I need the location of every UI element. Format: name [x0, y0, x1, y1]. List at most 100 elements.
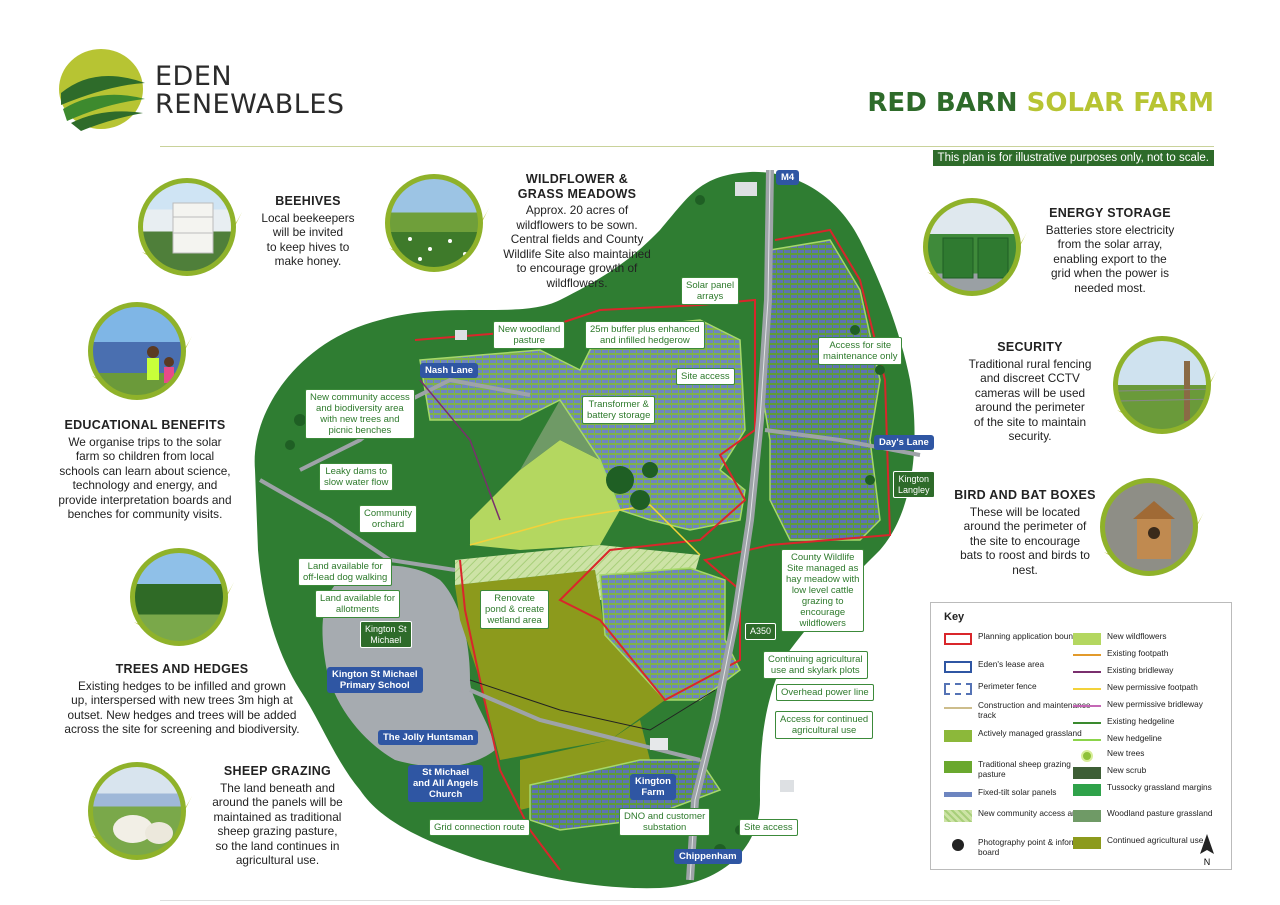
label-line: Site access: [681, 371, 730, 382]
label-line: Land available for: [307, 561, 383, 572]
key-swatch: [1073, 739, 1101, 741]
label-line: allotments: [335, 604, 380, 615]
birdbat-text: BIRD AND BAT BOXES These will be located…: [950, 488, 1100, 577]
label-line: 25m buffer plus enhanced: [590, 324, 700, 335]
meadow-photo: [385, 174, 483, 272]
place-text: St Michael: [422, 767, 470, 778]
tree-icon: [1081, 750, 1093, 762]
key-swatch: [1073, 654, 1101, 656]
label-line: New community access: [310, 392, 410, 403]
label-line: wetland area: [487, 615, 542, 626]
energy-heading: ENERGY STORAGE: [1049, 206, 1171, 220]
key-label: Planning application boundary: [978, 631, 1090, 641]
kington-farm-building: [650, 738, 668, 750]
label-line: Access for continued: [780, 714, 869, 725]
label-line: Land available for: [320, 593, 395, 604]
label-line: Continuing agricultural: [768, 654, 863, 665]
place-text: Michael: [370, 634, 402, 645]
key-label: New permissive bridleway: [1107, 699, 1203, 709]
label-line: off-lead dog walking: [303, 572, 388, 583]
place-text: Primary School: [339, 680, 410, 691]
label-line: with new trees and: [320, 414, 400, 425]
key-label: Actively managed grassland: [978, 728, 1082, 738]
place-text: Kington St: [365, 624, 407, 634]
key-swatch: [944, 730, 972, 742]
key-label: New permissive footpath: [1107, 682, 1198, 692]
security-line: and discreet CCTV: [980, 371, 1080, 385]
key-label: Existing hedgeline: [1107, 716, 1175, 726]
label-line: slow water flow: [324, 477, 389, 488]
education-line: farm so children from local: [75, 449, 215, 463]
wildflower-field: [470, 440, 620, 550]
key-label: Continued agricultural use: [1107, 835, 1204, 845]
place-text: Kington: [898, 474, 930, 484]
substation-building: [780, 780, 794, 792]
label-grid-route: Grid connection route: [429, 819, 530, 836]
key-label: Photography point & information board: [978, 837, 1097, 857]
eden-logo: EDEN RENEWABLES: [55, 45, 355, 135]
beehives-line: Local beekeepers: [261, 210, 355, 225]
brand-line2: RENEWABLES: [155, 89, 345, 120]
map-key: Key Planning application boundary Eden's…: [930, 602, 1232, 870]
label-line: picnic benches: [328, 425, 392, 436]
label-line: New woodland: [498, 324, 561, 335]
birdbat-line: the site to encourage: [969, 533, 1081, 548]
birdbat-heading: BIRD AND BAT BOXES: [954, 488, 1096, 502]
trees-line: up, interspersed with new trees 3m high …: [71, 693, 293, 707]
label-line: substation: [643, 822, 687, 833]
key-swatch: [1073, 810, 1101, 822]
label-line: pasture: [513, 335, 545, 346]
label-line: and infilled hedgerow: [599, 335, 690, 346]
page-title: RED BARN SOLAR FARM: [867, 88, 1214, 118]
north-arrow-icon: N: [1200, 834, 1214, 866]
key-swatch: [1073, 688, 1101, 690]
place-text: The Jolly Huntsman: [383, 732, 474, 743]
key-swatch: [944, 810, 972, 822]
key-swatch: [1073, 722, 1101, 724]
label-line: grazing to: [801, 596, 844, 607]
label-site-access-bottom: Site access: [739, 819, 798, 836]
label-line: Site access: [744, 822, 793, 833]
west-lane-road: [259, 478, 456, 572]
label-line: Transformer &: [588, 399, 649, 410]
energy-line: from the solar array,: [1057, 237, 1163, 251]
place-text: Langley: [898, 484, 930, 495]
place-text: A350: [750, 626, 772, 636]
security-line: around the perimeter: [975, 400, 1085, 414]
education-line: provide interpretation boards and: [58, 492, 232, 507]
label-line: Grid connection route: [434, 822, 525, 833]
label-line: use and skylark plots: [770, 665, 860, 676]
place-jolly-huntsman: The Jolly Huntsman: [378, 730, 479, 745]
label-line: Access for site: [829, 340, 892, 351]
overhead-power-line: [469, 679, 716, 731]
key-label: New hedgeline: [1107, 733, 1162, 743]
key-swatch: [1073, 767, 1101, 779]
key-swatch: [944, 792, 972, 797]
place-chippenham: Chippenham: [674, 849, 742, 864]
security-text: SECURITY Traditional rural fencing and d…: [960, 340, 1100, 444]
birdbat-line: around the perimeter of: [963, 519, 1087, 533]
header-divider: [160, 146, 1214, 147]
wildflower-heading-line: GRASS MEADOWS: [517, 186, 637, 201]
place-a350: A350: [745, 623, 777, 640]
label-transformer: Transformer &battery storage: [582, 396, 656, 424]
beehive-photo: [138, 178, 236, 276]
security-heading: SECURITY: [997, 340, 1063, 354]
label-line: Community: [364, 508, 413, 519]
wildflower-text: WILDFLOWER & GRASS MEADOWS Approx. 20 ac…: [492, 172, 662, 290]
key-title: Key: [944, 611, 965, 623]
